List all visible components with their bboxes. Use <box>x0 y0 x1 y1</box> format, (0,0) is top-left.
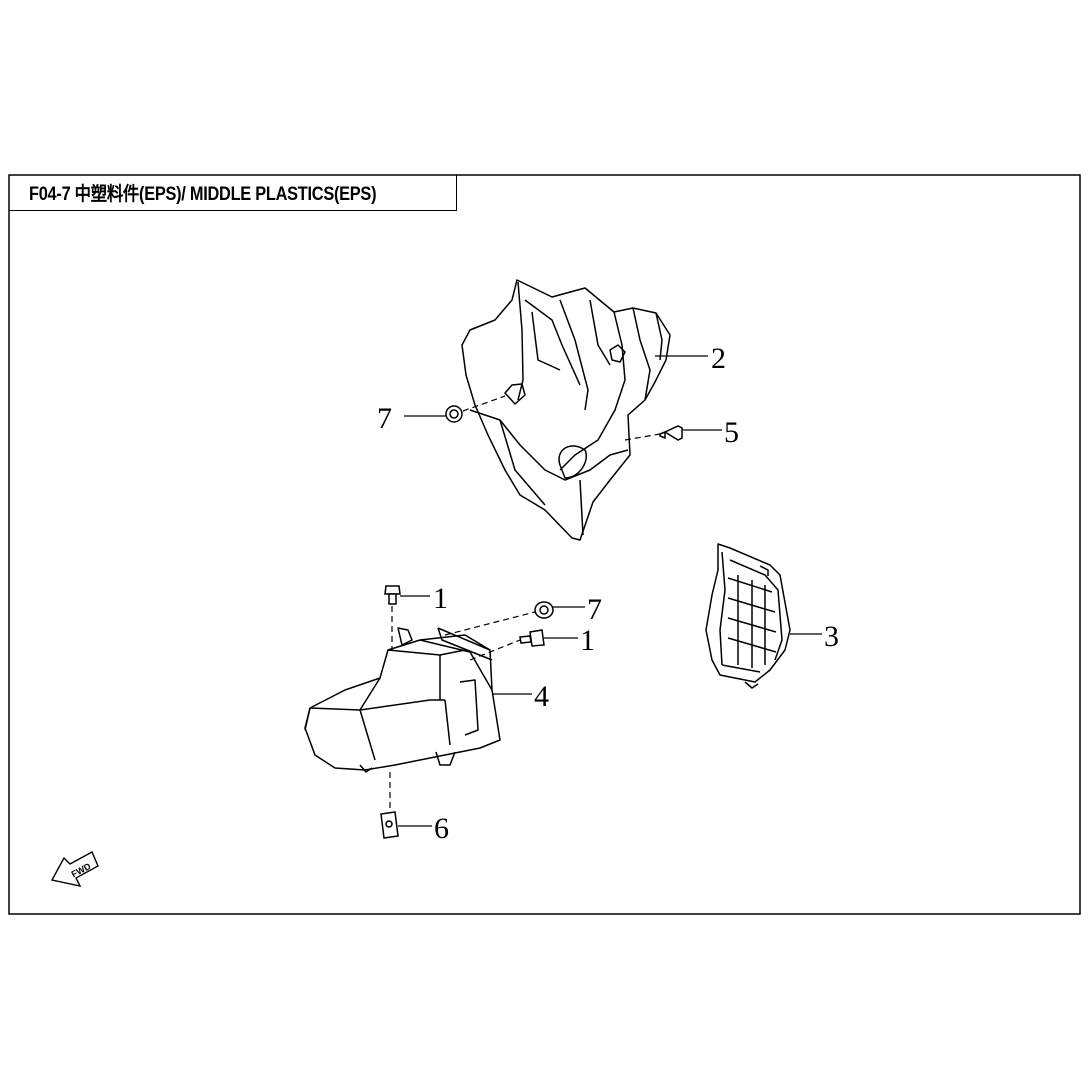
part-7-grommet-lower <box>534 601 554 619</box>
part-1-bolt-vertical <box>384 585 401 605</box>
diagram-frame <box>8 174 1081 915</box>
title-box: F04-7 中塑料件(EPS)/ MIDDLE PLASTICS(EPS) <box>9 175 457 211</box>
callout-6: 6 <box>434 812 449 845</box>
part-3-grille-panel <box>705 543 791 689</box>
callout-2: 2 <box>711 342 726 375</box>
part-5-screw <box>659 425 683 441</box>
callout-1-upper: 1 <box>433 582 448 615</box>
part-4-lower-housing <box>304 627 501 773</box>
leader-lines <box>389 355 822 827</box>
callout-1-lower: 1 <box>580 624 595 657</box>
callout-7-lower: 7 <box>587 593 602 626</box>
callout-5: 5 <box>724 416 739 449</box>
part-1-bolt-horizontal <box>519 629 545 647</box>
callout-4: 4 <box>534 680 549 713</box>
part-7-grommet-upper <box>445 405 463 423</box>
diagram-title: F04-7 中塑料件(EPS)/ MIDDLE PLASTICS(EPS) <box>29 184 377 205</box>
fwd-arrow-icon: FWD <box>50 851 99 887</box>
callout-7-upper: 7 <box>377 402 392 435</box>
callout-3: 3 <box>824 620 839 653</box>
part-6-clip-nut <box>380 811 399 839</box>
part-2-upper-shield <box>461 279 671 541</box>
